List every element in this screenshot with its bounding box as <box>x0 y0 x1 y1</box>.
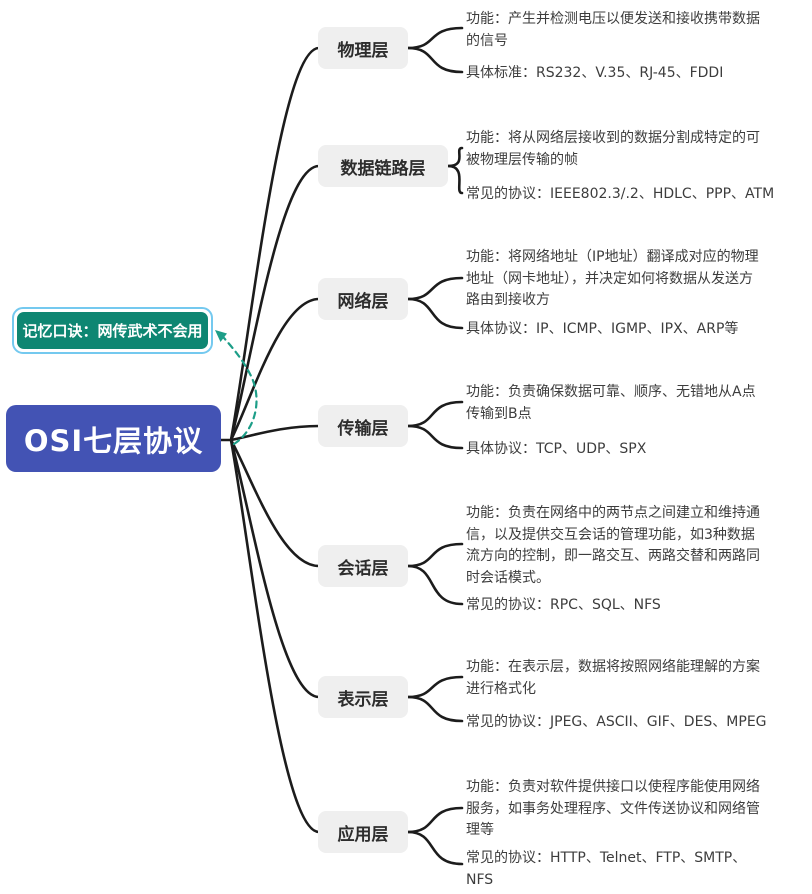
fork-datalink-function <box>446 146 464 168</box>
fork-application-protocols <box>406 830 464 866</box>
branch-root-network <box>229 297 321 442</box>
fork-session-function <box>406 542 464 568</box>
fork-presentation-protocols <box>406 695 464 723</box>
fork-physical-standards <box>406 46 464 74</box>
branch-root-session <box>229 438 321 568</box>
arrowhead-icon <box>215 330 227 342</box>
leaf-transport-function[interactable]: 功能：负责确保数据可靠、顺序、无错地从A点 传输到B点 <box>466 384 756 422</box>
mnemonic-topic[interactable]: 记忆口诀：网传武术不会用 <box>17 312 208 349</box>
fork-application-function <box>406 806 464 834</box>
leaf-presentation-function[interactable]: 功能：在表示层，数据将按照网络能理解的方案 进行格式化 <box>466 659 760 697</box>
fork-session-protocols <box>406 564 464 606</box>
fork-datalink-protocols <box>446 164 464 195</box>
branch-root-datalink <box>229 164 321 442</box>
topic-application-layer[interactable]: 应用层 <box>318 811 408 853</box>
leaf-session-function[interactable]: 功能：负责在网络中的两节点之间建立和维持通 信，以及提供交互会话的管理功能，如3… <box>466 505 760 586</box>
fork-network-protocols <box>406 297 464 330</box>
topic-transport-layer[interactable]: 传输层 <box>318 405 408 447</box>
leaf-physical-function[interactable]: 功能：产生并检测电压以便发送和接收携带数据 的信号 <box>466 11 760 49</box>
topic-physical-layer[interactable]: 物理层 <box>318 27 408 69</box>
fork-transport-protocols <box>406 424 464 450</box>
leaf-transport-protocols[interactable]: 具体协议：TCP、UDP、SPX <box>466 441 647 457</box>
topic-network-layer[interactable]: 网络层 <box>318 278 408 320</box>
leaf-physical-standards[interactable]: 具体标准：RS232、V.35、RJ-45、FDDI <box>466 65 724 81</box>
leaf-network-protocols[interactable]: 具体协议：IP、ICMP、IGMP、IPX、ARP等 <box>466 321 739 337</box>
fork-transport-function <box>406 400 464 428</box>
fork-network-function <box>406 276 464 301</box>
branch-root-physical <box>229 46 321 442</box>
leaf-datalink-protocols[interactable]: 常见的协议：IEEE802.3/.2、HDLC、PPP、ATM <box>466 186 775 202</box>
leaf-presentation-protocols[interactable]: 常见的协议：JPEG、ASCII、GIF、DES、MPEG <box>466 714 767 730</box>
relationship-arrow <box>222 336 258 446</box>
topic-session-layer[interactable]: 会话层 <box>318 545 408 587</box>
fork-physical-function <box>406 26 464 50</box>
topic-presentation-layer[interactable]: 表示层 <box>318 676 408 718</box>
fork-presentation-function <box>406 675 464 699</box>
branch-root-presentation <box>229 438 321 699</box>
leaf-session-protocols[interactable]: 常见的协议：RPC、SQL、NFS <box>466 597 661 613</box>
root-topic[interactable]: OSI七层协议 <box>6 405 221 472</box>
topic-datalink-layer[interactable]: 数据链路层 <box>318 145 448 187</box>
leaf-network-function[interactable]: 功能：将网络地址（IP地址）翻译成对应的物理 地址（网卡地址），并决定如何将数据… <box>466 249 759 308</box>
leaf-application-protocols[interactable]: 常见的协议：HTTP、Telnet、FTP、SMTP、 NFS <box>466 850 747 888</box>
branch-root-transport <box>229 424 321 442</box>
leaf-datalink-function[interactable]: 功能：将从网络层接收到的数据分割成特定的可 被物理层传输的帧 <box>466 130 760 168</box>
mnemonic-selection-ring[interactable]: 记忆口诀：网传武术不会用 <box>12 307 213 354</box>
leaf-application-function[interactable]: 功能：负责对软件提供接口以使程序能使用网络 服务，如事务处理程序、文件传送协议和… <box>466 779 760 838</box>
branch-root-application <box>229 438 321 834</box>
